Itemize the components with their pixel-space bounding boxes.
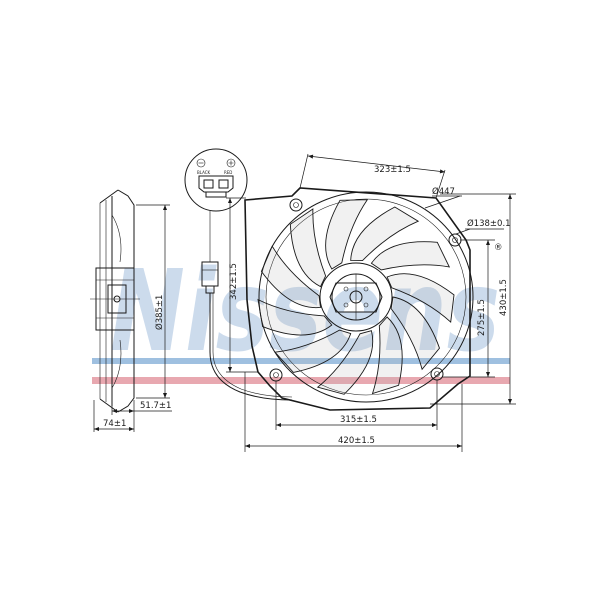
pin-label-red: RED — [224, 170, 232, 175]
dimension-arrowhead — [129, 409, 134, 413]
dim-outer-dia-label: Ø447 — [432, 186, 455, 197]
dim-top-ext-left — [299, 153, 309, 189]
side-blade-bottom — [111, 339, 122, 389]
dimension-arrowheads — [94, 154, 512, 448]
dimension-arrowhead — [308, 154, 314, 159]
plus-symbol-circle — [226, 158, 236, 168]
front-dimensions: 323±1.5 Ø447 Ø138±0.1 342±1.5 275±1.5 43… — [226, 153, 516, 452]
fan-blade — [390, 296, 441, 371]
dimension-arrowhead — [228, 198, 232, 203]
connector-detail-circle — [184, 148, 248, 212]
dimension-arrowhead — [486, 372, 490, 377]
shroud-ring-inner — [265, 198, 467, 396]
shroud-ring-outer — [258, 191, 474, 403]
connector-detail: BLACK RED — [184, 148, 248, 294]
dim-depth-outer-label: 74±1 — [103, 419, 126, 429]
dim-fan-dia-label: Ø385±1 — [154, 295, 165, 330]
side-blade-top — [111, 214, 122, 263]
mount-boss-top-right-hole — [452, 237, 458, 243]
dimension-arrowhead — [439, 169, 445, 174]
fan-blade — [325, 199, 369, 270]
fan-blade — [257, 298, 333, 336]
mount-boss-top-left-hole — [293, 202, 299, 208]
dimension-arrowhead — [112, 409, 117, 413]
fan-blade — [289, 208, 327, 288]
fan-blade — [386, 273, 455, 324]
motor-hub-outer — [319, 262, 393, 332]
fan-blades — [257, 199, 455, 395]
mount-boss-bottom-right-hole — [434, 371, 440, 377]
fan-blade — [370, 241, 451, 271]
plus-symbol — [228, 160, 234, 166]
motor-hub-bolt-2 — [363, 286, 369, 292]
shroud-outline — [244, 187, 471, 411]
motor-hub-plate — [329, 282, 383, 313]
watermark-stripe-blue — [92, 358, 510, 364]
connector-housing — [198, 175, 234, 193]
dimension-arrowhead — [129, 427, 134, 431]
power-cable-2 — [212, 293, 293, 398]
motor-hub-bolt-4 — [363, 302, 369, 308]
side-view: Ø385±1 51.7±1 74±1 — [90, 189, 172, 432]
connector-pin-right — [218, 179, 229, 189]
power-cable — [209, 293, 293, 401]
watermark-logo-text: Nissens — [110, 247, 500, 377]
side-shroud-rim — [99, 200, 107, 402]
fan-blade — [350, 206, 420, 262]
motor-hub-bolt-3 — [343, 302, 349, 308]
fan-blade — [274, 329, 352, 373]
dim-outer-dia-leader — [424, 195, 461, 209]
dim-depth-inner-label: 51.7±1 — [140, 401, 171, 411]
dim-mount-height-label: 275±1.5 — [477, 299, 487, 336]
dim-mount-width-label: 315±1.5 — [340, 415, 377, 425]
dim-hub-dia-label: Ø138±0.1 — [467, 218, 511, 229]
pin-label-black: BLACK — [197, 170, 211, 175]
fan-blade — [371, 316, 403, 395]
dimension-arrowhead — [94, 427, 99, 431]
fan-blade — [260, 245, 322, 309]
registered-mark: ® — [494, 243, 503, 253]
side-rim-top — [99, 189, 119, 204]
dimension-arrowhead — [245, 444, 250, 448]
dimension-arrowhead — [457, 444, 462, 448]
dimension-arrowhead — [163, 393, 167, 398]
dimension-arrowhead — [486, 240, 490, 245]
connector-pin-left — [203, 179, 214, 189]
dim-total-height-label: 430±1.5 — [499, 279, 509, 316]
mount-boss-top-right — [448, 233, 462, 247]
dimension-arrowhead — [508, 399, 512, 404]
mount-boss-top-left — [289, 198, 303, 212]
dimension-arrowhead — [276, 423, 281, 427]
dim-hub-dia-leader — [455, 228, 471, 235]
mount-boss-bottom-left-hole — [273, 372, 279, 378]
dim-top-width — [307, 155, 446, 173]
dim-total-width-label: 420±1.5 — [338, 436, 375, 446]
motor-hub-bolt-1 — [343, 286, 349, 292]
dimension-arrowhead — [163, 205, 167, 210]
fan-blade — [316, 330, 374, 395]
front-view — [244, 187, 474, 411]
dim-top-ext-right — [435, 169, 446, 199]
connector-latch — [205, 191, 227, 198]
dim-top-width-label: 323±1.5 — [374, 165, 411, 175]
dimension-arrowhead — [432, 423, 437, 427]
dim-left-height-label: 342±1.5 — [229, 263, 239, 300]
dimension-arrowhead — [508, 194, 512, 199]
minus-symbol-circle — [196, 158, 206, 168]
dimension-arrowhead — [228, 367, 232, 372]
